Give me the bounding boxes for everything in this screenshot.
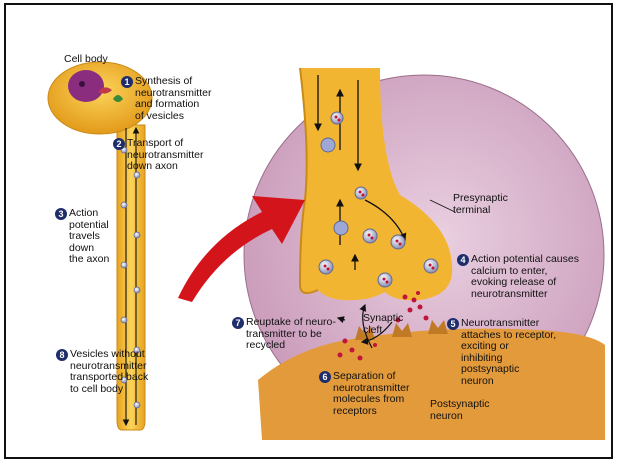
step-5-badge: 5	[447, 318, 459, 330]
step-4-badge: 4	[457, 254, 469, 266]
postsynaptic-neuron-label: Postsynaptic neuron	[430, 399, 490, 422]
step-7-text: Reuptake of neuro- transmitter to be rec…	[246, 317, 336, 352]
step-2-text: Transport of neurotransmitter down axon	[127, 138, 203, 173]
step-1-badge: 1	[121, 76, 133, 88]
synaptic-cleft-label: Synaptic cleft	[363, 313, 403, 336]
step-7-badge: 7	[232, 317, 244, 329]
presynaptic-terminal-label: Presynaptic terminal	[453, 193, 508, 216]
step-2-badge: 2	[113, 138, 125, 150]
step-8-badge: 8	[56, 349, 68, 361]
step-3-badge: 3	[55, 208, 67, 220]
step-6-text: Separation of neurotransmitter molecules…	[333, 371, 409, 417]
step-6-badge: 6	[319, 371, 331, 383]
cell-body-label: Cell body	[64, 54, 108, 66]
step-5-text: Neurotransmitter attaches to receptor, e…	[461, 318, 556, 387]
step-4-text: Action potential causes calcium to enter…	[471, 254, 579, 300]
step-1-text: Synthesis of neurotransmitter and format…	[135, 76, 211, 122]
step-3-text: Action potential travels down the axon	[69, 208, 109, 266]
step-8-text: Vesicles without neurotransmitter transp…	[70, 349, 148, 395]
